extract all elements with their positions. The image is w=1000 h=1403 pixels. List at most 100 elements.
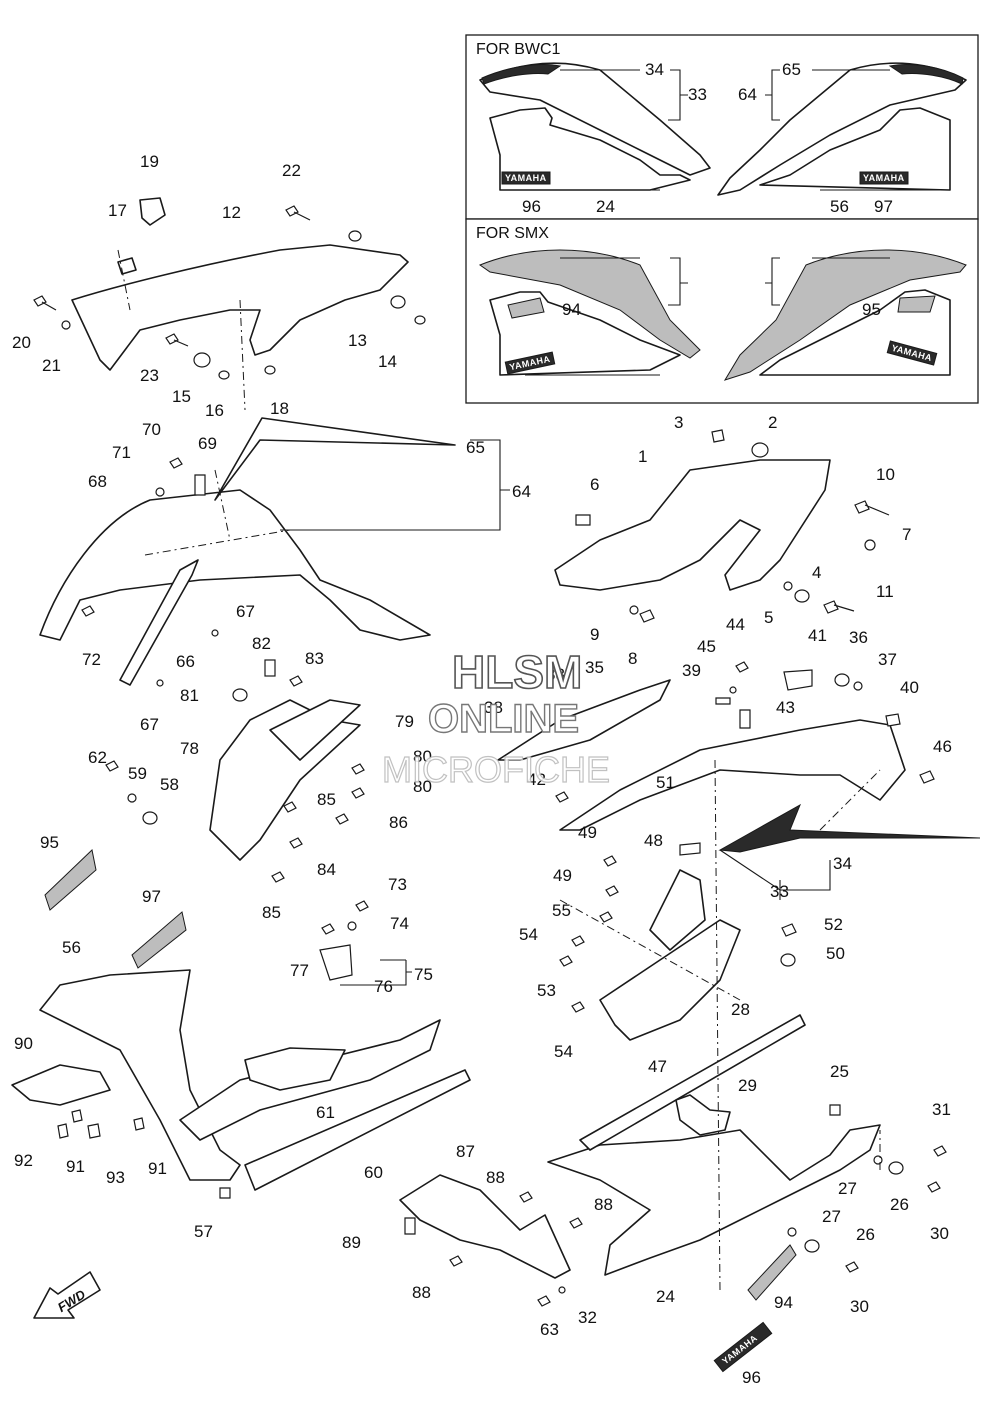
collar-59 xyxy=(127,793,137,803)
callout-25: 25 xyxy=(830,1062,849,1081)
collar-27a xyxy=(873,1155,883,1165)
callout-93: 93 xyxy=(106,1168,125,1187)
callout-45: 45 xyxy=(697,637,716,656)
washer-32 xyxy=(558,1286,566,1294)
inner-cowl-47-shape xyxy=(599,919,741,1041)
clip-17-shape xyxy=(117,257,137,275)
grommet-12 xyxy=(348,230,362,242)
panel-66-shape xyxy=(119,559,199,686)
callout-65: 65 xyxy=(782,60,801,79)
callout-50: 50 xyxy=(826,944,845,963)
upper-cowl-smx-left-shape xyxy=(478,249,701,359)
leader-33-34-main xyxy=(719,849,831,900)
callout-16: 16 xyxy=(205,401,224,420)
callout-75: 75 xyxy=(414,965,433,984)
stripe-left-shape xyxy=(481,64,562,85)
grommet-36 xyxy=(834,673,850,687)
callout-88: 88 xyxy=(486,1168,505,1187)
callout-12: 12 xyxy=(222,203,241,222)
callout-97: 97 xyxy=(874,197,893,216)
watermark: HLSM ONLINE MICROFICHE xyxy=(381,645,610,790)
inset-smx-title: FOR SMX xyxy=(476,225,549,242)
inset-bwc1: FOR BWC1 YAMAHA YAMAHA xyxy=(465,34,979,220)
inset-bwc1-title: FOR BWC1 xyxy=(476,41,561,58)
washer-21 xyxy=(61,320,71,330)
callout-94: 94 xyxy=(774,1293,793,1312)
lower-cowl-24-shape xyxy=(547,1124,881,1276)
collar-3 xyxy=(711,429,725,443)
callout-69: 69 xyxy=(198,434,217,453)
leader-smx-65-64 xyxy=(765,257,890,306)
callout-86: 86 xyxy=(389,813,408,832)
callout-67: 67 xyxy=(140,715,159,734)
emblem-smx-right-box xyxy=(886,340,938,366)
fastener-69 xyxy=(194,474,206,496)
bolt-77 xyxy=(321,923,335,935)
callout-83: 83 xyxy=(305,649,324,668)
callout-9: 9 xyxy=(590,625,599,644)
collar-37 xyxy=(853,681,863,691)
clip-82 xyxy=(264,659,276,677)
callout-57: 57 xyxy=(194,1222,213,1241)
callout-38: 38 xyxy=(484,698,503,717)
callout-94: 94 xyxy=(562,300,581,319)
emblem-right-text: YAMAHA xyxy=(863,173,905,183)
decal-95-shape xyxy=(897,295,936,313)
washer-67a xyxy=(211,629,219,637)
callout-67: 67 xyxy=(236,602,255,621)
screw-63 xyxy=(537,1295,551,1307)
bracket-79-shape xyxy=(269,699,361,761)
callout-11: 11 xyxy=(876,582,894,601)
emblem-right-box xyxy=(859,171,909,185)
fastener-89 xyxy=(404,1217,416,1235)
callout-8: 8 xyxy=(628,649,637,668)
grommet-26a xyxy=(888,1161,904,1175)
grommet-15 xyxy=(193,352,211,368)
collar-16 xyxy=(218,370,230,380)
callout-26: 26 xyxy=(856,1225,875,1244)
bolt-20 xyxy=(33,295,57,311)
leader-65-64 xyxy=(765,69,890,121)
callout-24: 24 xyxy=(656,1287,675,1306)
callout-19: 19 xyxy=(140,152,159,171)
callout-80: 80 xyxy=(413,777,432,796)
callout-73: 73 xyxy=(388,875,407,894)
callout-48: 48 xyxy=(644,831,663,850)
callout-13: 13 xyxy=(348,331,367,350)
leader-smx-34-33 xyxy=(560,257,688,306)
fastener-43 xyxy=(739,709,751,729)
callout-3: 3 xyxy=(674,413,683,432)
callout-6: 6 xyxy=(590,475,599,494)
callout-90: 90 xyxy=(14,1034,33,1053)
side-cowl-right-shape xyxy=(759,107,951,191)
callout-31: 31 xyxy=(932,1100,951,1119)
callout-44: 44 xyxy=(726,615,745,634)
callout-10: 10 xyxy=(876,465,895,484)
callout-18: 18 xyxy=(270,399,289,418)
callout-21: 21 xyxy=(42,356,61,375)
callout-4: 4 xyxy=(812,563,821,582)
callout-38: 38 xyxy=(546,665,565,684)
fasteners-upper-left xyxy=(33,205,426,380)
collar-27b xyxy=(787,1227,797,1237)
washer-71 xyxy=(155,487,165,497)
callout-49: 49 xyxy=(553,866,572,885)
bolts-49-55-54-53 xyxy=(559,855,619,1013)
bolt-8 xyxy=(639,609,655,623)
callout-43: 43 xyxy=(776,698,795,717)
callout-15: 15 xyxy=(172,387,191,406)
emblem-left-text: YAMAHA xyxy=(505,173,547,183)
callout-28: 28 xyxy=(731,1000,750,1019)
leader-34-33 xyxy=(560,69,688,121)
side-cowl-1-shape xyxy=(554,459,831,591)
screw-42 xyxy=(555,791,569,803)
callout-89: 89 xyxy=(342,1233,361,1252)
callout-32: 32 xyxy=(578,1308,597,1327)
stripe-right-shape xyxy=(888,64,964,85)
callout-81: 81 xyxy=(180,686,199,705)
callout-66: 66 xyxy=(176,652,195,671)
leader-75 xyxy=(340,959,412,986)
grommet-81 xyxy=(232,688,248,702)
grommet-26b xyxy=(804,1239,820,1253)
callout-20: 20 xyxy=(12,333,31,352)
